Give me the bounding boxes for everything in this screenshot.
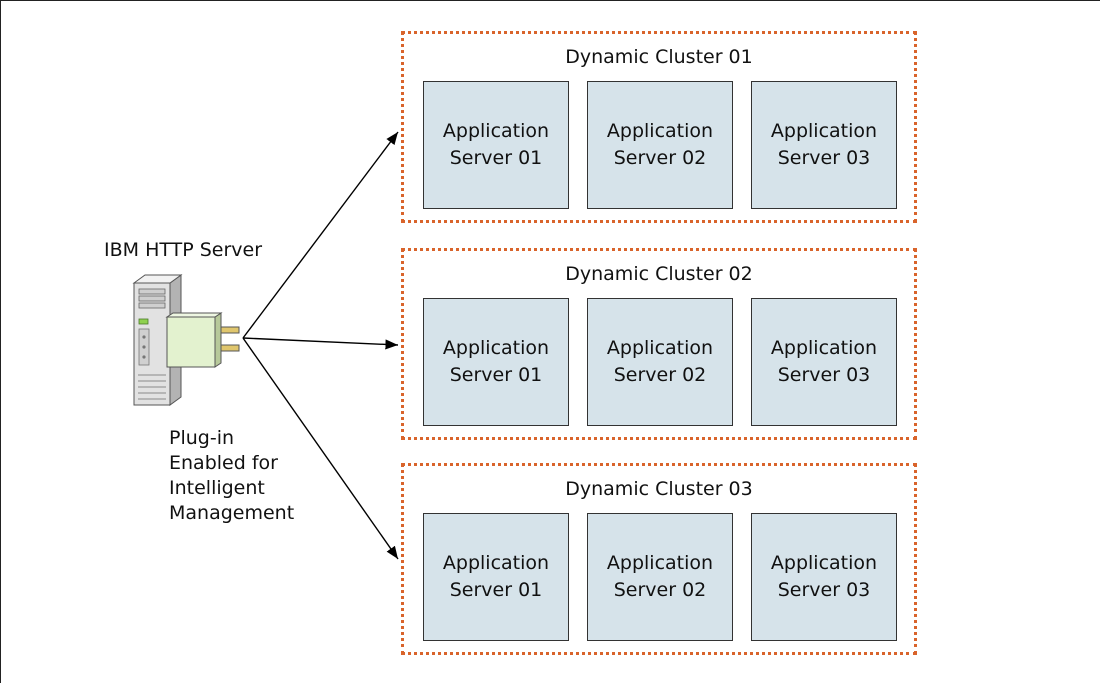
application-server-01: Application Server 01 [423, 513, 569, 641]
web-server-title: IBM HTTP Server [104, 239, 263, 261]
application-server-03: Application Server 03 [751, 513, 897, 641]
application-server-01: Application Server 01 [423, 298, 569, 426]
power-led [138, 318, 149, 325]
application-server-02: Application Server 02 [587, 298, 733, 426]
button-2 [142, 345, 146, 349]
cluster-title: Dynamic Cluster 03 [565, 478, 753, 500]
app-server-line-1: Application [770, 120, 878, 142]
server-with-plugin-icon [132, 274, 240, 406]
app-server-line-2: Server 02 [613, 579, 707, 601]
app-server-line-1: Application [442, 120, 550, 142]
plugin-side [214, 312, 222, 368]
dynamic-cluster-03: Dynamic Cluster 03 Application Server 01… [401, 463, 917, 655]
arrow-to-cluster-01 [242, 131, 399, 339]
app-server-line-2: Server 03 [777, 364, 871, 386]
drive-bay-3 [138, 302, 166, 309]
plugin-prong-1 [220, 326, 240, 334]
cluster-title: Dynamic Cluster 01 [565, 46, 753, 68]
plugin-body [166, 316, 216, 368]
app-server-line-2: Server 01 [449, 579, 543, 601]
cluster-title: Dynamic Cluster 02 [565, 263, 753, 285]
plugin-label-line-3: Intelligent [169, 477, 265, 499]
application-server-02: Application Server 02 [587, 513, 733, 641]
arrow-to-cluster-03 [242, 337, 399, 560]
plugin-label-line-4: Management [169, 502, 295, 524]
application-server-03: Application Server 03 [751, 81, 897, 209]
plugin-label: Plug-in Enabled for Intelligent Manageme… [169, 426, 294, 526]
drive-bay-2 [138, 295, 166, 302]
arrow-to-cluster-02 [242, 337, 399, 350]
dynamic-cluster-01: Dynamic Cluster 01 Application Server 01… [401, 31, 917, 223]
plugin-label-line-2: Enabled for [169, 452, 278, 474]
application-server-03: Application Server 03 [751, 298, 897, 426]
app-server-line-1: Application [770, 552, 878, 574]
app-server-line-1: Application [442, 337, 550, 359]
application-server-02: Application Server 02 [587, 81, 733, 209]
app-server-line-2: Server 03 [777, 579, 871, 601]
plugin-prong-2 [220, 344, 240, 352]
app-server-line-2: Server 02 [613, 147, 707, 169]
app-server-line-2: Server 01 [449, 147, 543, 169]
app-server-line-1: Application [770, 337, 878, 359]
button-3 [142, 355, 146, 359]
app-server-line-1: Application [606, 120, 714, 142]
app-server-line-1: Application [606, 552, 714, 574]
application-server-01: Application Server 01 [423, 81, 569, 209]
button-1 [142, 335, 146, 339]
app-server-line-1: Application [606, 337, 714, 359]
app-server-line-2: Server 02 [613, 364, 707, 386]
app-server-line-2: Server 03 [777, 147, 871, 169]
plugin-top [165, 312, 223, 318]
app-server-line-2: Server 01 [449, 364, 543, 386]
dynamic-cluster-02: Dynamic Cluster 02 Application Server 01… [401, 248, 917, 440]
plugin-label-line-1: Plug-in [169, 427, 235, 449]
drive-bay-1 [138, 288, 166, 295]
app-server-line-1: Application [442, 552, 550, 574]
